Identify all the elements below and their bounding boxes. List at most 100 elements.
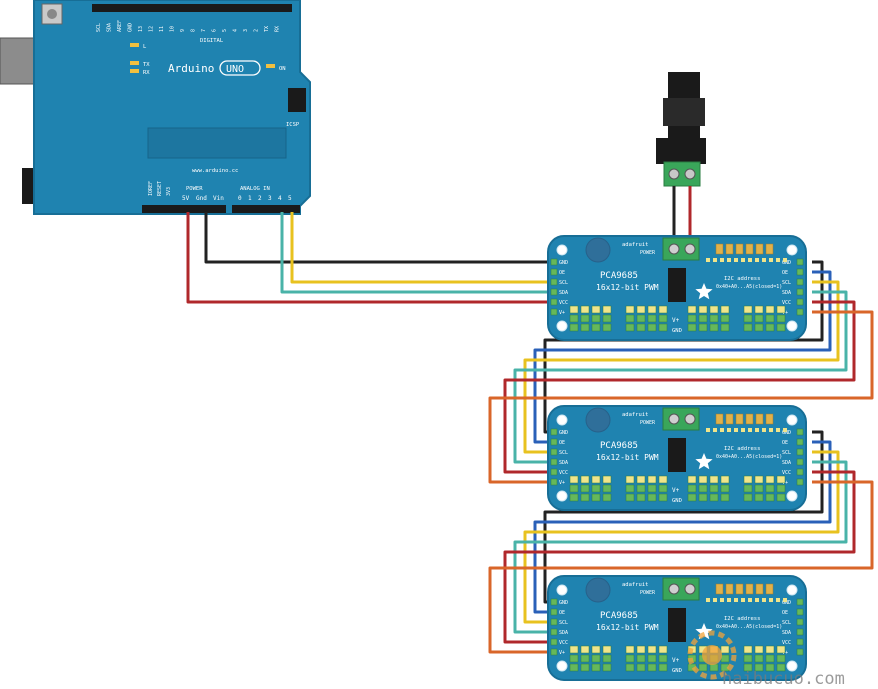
- servo-header-pin: [776, 305, 786, 314]
- left-pin-label: GND: [559, 430, 568, 436]
- i2c-address-label: I2C address: [724, 616, 760, 622]
- right-pin-label: SCL: [782, 450, 791, 456]
- i2c-address-sub: 0x40+A0...A5(closed=1): [716, 624, 782, 630]
- wire-sda-arduino: [280, 212, 556, 294]
- servo-header-pin: [625, 484, 635, 493]
- servo-header-pin: [709, 305, 719, 314]
- servo-header-pin: [720, 493, 730, 502]
- servo-header-pin: [647, 484, 657, 493]
- servo-header-pin: [580, 645, 590, 654]
- left-pin-label: VCC: [559, 470, 568, 476]
- right-pin-label: OE: [782, 610, 788, 616]
- servo-header-pin: [754, 645, 764, 654]
- servo-header-pin: [743, 493, 753, 502]
- pca9685-chip: [668, 268, 686, 302]
- gnd-label: GND: [672, 498, 682, 504]
- servo-header-pin: [625, 475, 635, 484]
- servo-header-pin: [569, 493, 579, 502]
- watermark-gear-icon: [687, 630, 737, 680]
- servo-header-pin: [658, 654, 668, 663]
- reset-pin-label: IOREF: [148, 181, 154, 196]
- servo-header-pin: [636, 654, 646, 663]
- i2c-address-label: I2C address: [724, 446, 760, 452]
- servo-header-pin: [720, 484, 730, 493]
- servo-header-pin: [709, 475, 719, 484]
- servo-header-pin: [720, 645, 730, 654]
- servo-header-pin: [591, 475, 601, 484]
- servo-header-pin: [636, 484, 646, 493]
- reset-pin-label: RESET: [157, 181, 163, 196]
- dc-power-jack: [656, 72, 706, 187]
- servo-header-pin: [658, 493, 668, 502]
- servo-header-pin: [625, 654, 635, 663]
- top-pin-label: RX: [275, 26, 281, 32]
- left-pin-label: SDA: [559, 290, 568, 296]
- right-pin-label: SCL: [782, 280, 791, 286]
- wire-gnd-arduino: [204, 212, 556, 264]
- servo-header-pin: [776, 654, 786, 663]
- servo-header-pin: [709, 323, 719, 332]
- servo-header-pin: [698, 475, 708, 484]
- servo-header-pin: [569, 645, 579, 654]
- servo-header-pin: [647, 645, 657, 654]
- servo-header-pin: [743, 663, 753, 672]
- left-pin-label: V+: [559, 650, 565, 656]
- l-led-label: L: [143, 44, 147, 50]
- analog-header: [232, 205, 300, 213]
- servo-header-pin: [602, 484, 612, 493]
- servo-header-pin: [625, 314, 635, 323]
- servo-header-pin: [636, 663, 646, 672]
- right-pin-label: VCC: [782, 300, 791, 306]
- servo-header-pin: [580, 305, 590, 314]
- left-pin-label: VCC: [559, 640, 568, 646]
- servo-header-pin: [647, 323, 657, 332]
- servo-header-pin: [602, 314, 612, 323]
- servo-header-pin: [698, 663, 708, 672]
- left-pin-label: VCC: [559, 300, 568, 306]
- right-pin-label: SCL: [782, 620, 791, 626]
- servo-header-pin: [709, 493, 719, 502]
- power-label: POWER: [186, 186, 203, 192]
- servo-header-pin: [776, 484, 786, 493]
- servo-header-pin: [580, 323, 590, 332]
- top-pin-label: 9: [180, 29, 186, 32]
- servo-header-pin: [709, 484, 719, 493]
- servo-header-pin: [647, 663, 657, 672]
- tx-led-label: TX: [143, 62, 150, 68]
- i2c-address-label: I2C address: [724, 276, 760, 282]
- top-pin-label: 10: [170, 26, 176, 32]
- servo-header-pin: [765, 663, 775, 672]
- digital-header: [92, 4, 292, 12]
- top-pin-label: 6: [212, 29, 218, 32]
- servo-header-pin: [569, 475, 579, 484]
- servo-header-pin: [602, 645, 612, 654]
- analog-pin-label: 2: [258, 195, 262, 202]
- arduino-model: UNO: [226, 64, 244, 75]
- right-pin-label: OE: [782, 440, 788, 446]
- servo-header-pin: [591, 314, 601, 323]
- top-pin-label: 5: [222, 29, 228, 32]
- right-pin-label: GND: [782, 600, 791, 606]
- servo-header-pin: [636, 493, 646, 502]
- right-pin-label: GND: [782, 260, 791, 266]
- chip-name: PCA9685: [600, 441, 638, 451]
- servo-header-pin: [776, 645, 786, 654]
- servo-header-pin: [602, 323, 612, 332]
- servo-header-pin: [602, 475, 612, 484]
- v-plus-label: V+: [672, 487, 680, 494]
- servo-header-pin: [636, 475, 646, 484]
- rx-led-label: RX: [143, 70, 150, 76]
- brand-label: adafruit: [622, 412, 649, 418]
- servo-header-pin: [591, 493, 601, 502]
- brand-label: adafruit: [622, 582, 649, 588]
- servo-header-pin: [687, 323, 697, 332]
- v-plus-label: V+: [672, 317, 680, 324]
- servo-header-pin: [720, 305, 730, 314]
- icsp-label: ICSP: [286, 122, 300, 128]
- atmega-chip: [147, 127, 287, 159]
- servo-header-pin: [754, 323, 764, 332]
